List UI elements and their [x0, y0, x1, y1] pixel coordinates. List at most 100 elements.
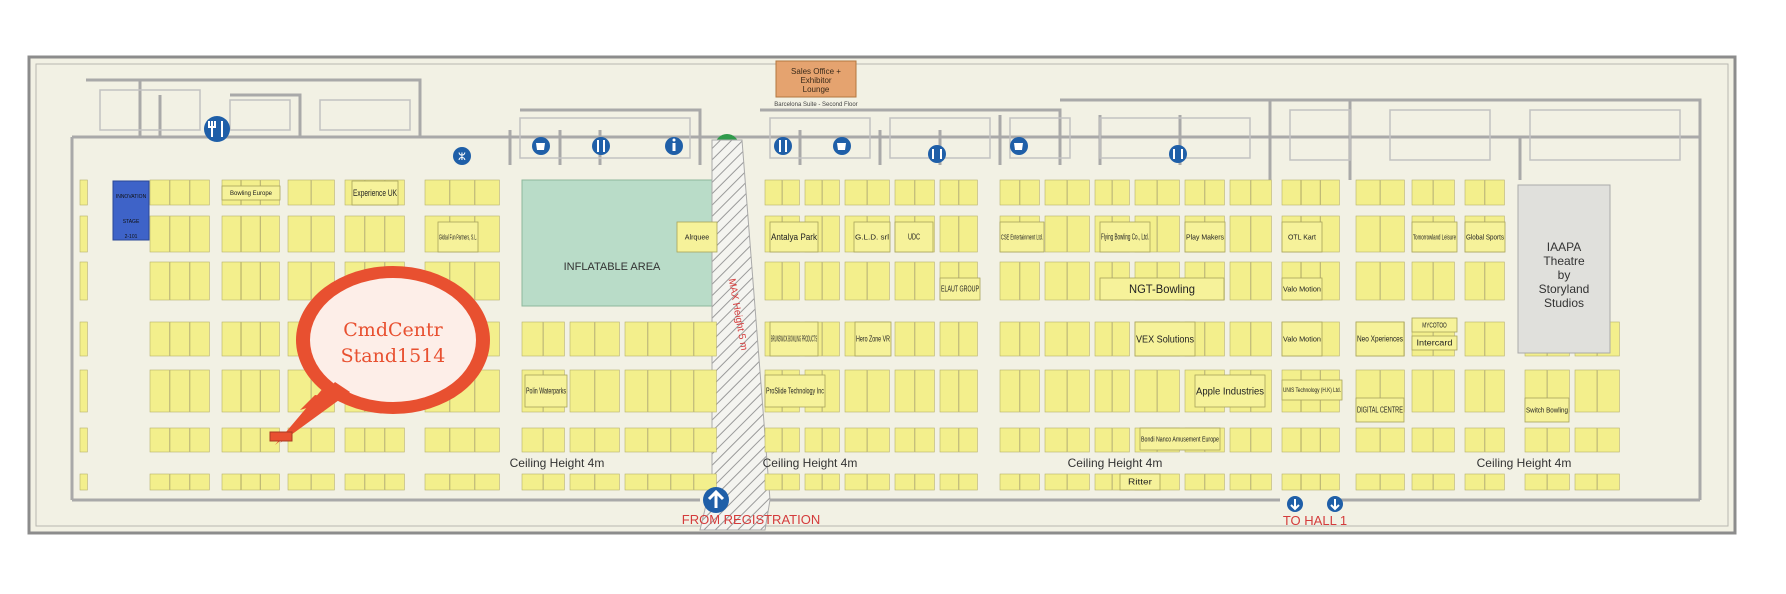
- booth[interactable]: [894, 473, 915, 491]
- booth[interactable]: [1411, 369, 1434, 413]
- booth[interactable]: [1411, 473, 1434, 491]
- booth[interactable]: [569, 369, 595, 413]
- booth[interactable]: [1067, 179, 1090, 206]
- booth[interactable]: [364, 215, 385, 253]
- booth[interactable]: [79, 179, 88, 206]
- booth[interactable]: [822, 321, 840, 357]
- booth[interactable]: [521, 427, 544, 453]
- booth[interactable]: [1229, 261, 1251, 301]
- booth[interactable]: [1484, 261, 1505, 301]
- booth[interactable]: [384, 215, 405, 253]
- booth[interactable]: [1044, 215, 1068, 253]
- booth[interactable]: [1484, 179, 1505, 206]
- booth[interactable]: [939, 473, 959, 491]
- coffee-icon[interactable]: [833, 137, 851, 155]
- booth-global-fun[interactable]: Global Fun Partners, S.L.: [437, 221, 479, 253]
- booth[interactable]: [844, 427, 868, 453]
- booth[interactable]: [449, 473, 475, 491]
- booth[interactable]: [169, 179, 190, 206]
- booth[interactable]: [1380, 179, 1405, 206]
- booth[interactable]: [822, 215, 840, 253]
- booth[interactable]: [221, 427, 242, 453]
- booth[interactable]: [1464, 473, 1485, 491]
- booth[interactable]: [169, 215, 190, 253]
- booth[interactable]: [149, 369, 170, 413]
- booth[interactable]: [189, 215, 210, 253]
- booth[interactable]: [958, 179, 978, 206]
- booth[interactable]: [424, 427, 450, 453]
- booth[interactable]: [79, 473, 88, 491]
- booth[interactable]: [1019, 321, 1040, 357]
- booth[interactable]: [1281, 427, 1302, 453]
- booth[interactable]: [1433, 427, 1455, 453]
- booth[interactable]: [1597, 473, 1620, 491]
- booth[interactable]: [1019, 473, 1040, 491]
- booth[interactable]: [958, 321, 978, 357]
- booth[interactable]: [221, 215, 242, 253]
- booth[interactable]: [693, 321, 717, 357]
- booth[interactable]: [1301, 427, 1321, 453]
- booth[interactable]: [867, 473, 890, 491]
- booth[interactable]: [1524, 473, 1548, 491]
- booth[interactable]: [569, 427, 595, 453]
- booth[interactable]: [169, 427, 190, 453]
- booth[interactable]: [624, 321, 648, 357]
- booth[interactable]: [939, 321, 959, 357]
- restaurant-icon[interactable]: [204, 116, 230, 142]
- booth[interactable]: [804, 261, 823, 301]
- booth[interactable]: [569, 473, 595, 491]
- booth-experience-uk[interactable]: Experience UK: [351, 180, 399, 206]
- booth[interactable]: [958, 427, 978, 453]
- booth[interactable]: [1044, 321, 1068, 357]
- booth[interactable]: [1484, 321, 1505, 357]
- booth[interactable]: [1411, 261, 1434, 301]
- booth[interactable]: [1067, 369, 1090, 413]
- booth-proslide[interactable]: ProSlide Technology Inc: [764, 374, 826, 408]
- booth[interactable]: [1229, 321, 1251, 357]
- booth[interactable]: [1067, 321, 1090, 357]
- booth[interactable]: [1320, 427, 1340, 453]
- booth[interactable]: [79, 427, 88, 453]
- booth-gld[interactable]: G.L.D. srl: [853, 221, 891, 253]
- booth[interactable]: [693, 473, 717, 491]
- booth[interactable]: [594, 427, 620, 453]
- booth[interactable]: [241, 369, 261, 413]
- booth[interactable]: [844, 179, 868, 206]
- booth[interactable]: [647, 369, 671, 413]
- booth[interactable]: [804, 179, 823, 206]
- booth[interactable]: [939, 179, 959, 206]
- booth[interactable]: [221, 369, 242, 413]
- booth[interactable]: [1281, 473, 1302, 491]
- booth[interactable]: [1411, 179, 1434, 206]
- booth[interactable]: [1094, 321, 1113, 357]
- arrow-down-icon[interactable]: [1287, 496, 1303, 512]
- booth[interactable]: [1301, 179, 1321, 206]
- booth[interactable]: [260, 261, 280, 301]
- booth[interactable]: [1380, 473, 1405, 491]
- booth[interactable]: [1019, 427, 1040, 453]
- booth[interactable]: [543, 427, 565, 453]
- booth[interactable]: [1355, 261, 1381, 301]
- booth[interactable]: [1044, 369, 1068, 413]
- booth[interactable]: [594, 369, 620, 413]
- booth[interactable]: [169, 473, 190, 491]
- booth[interactable]: [311, 179, 335, 206]
- booth[interactable]: [822, 179, 840, 206]
- booth[interactable]: [624, 473, 648, 491]
- booth[interactable]: [782, 261, 800, 301]
- booth[interactable]: [384, 427, 405, 453]
- booth[interactable]: [1484, 369, 1505, 413]
- booth[interactable]: [1380, 427, 1405, 453]
- booth[interactable]: [1157, 215, 1180, 253]
- booth[interactable]: [1547, 427, 1570, 453]
- booth[interactable]: [241, 215, 261, 253]
- booth[interactable]: [914, 321, 935, 357]
- booth[interactable]: [1597, 369, 1620, 413]
- booth[interactable]: [804, 473, 823, 491]
- stand-callout[interactable]: CmdCentr Stand1514: [275, 266, 490, 445]
- booth[interactable]: [1380, 215, 1405, 253]
- booth[interactable]: [149, 427, 170, 453]
- booth[interactable]: [311, 215, 335, 253]
- booth[interactable]: [782, 179, 800, 206]
- booth[interactable]: [79, 321, 88, 357]
